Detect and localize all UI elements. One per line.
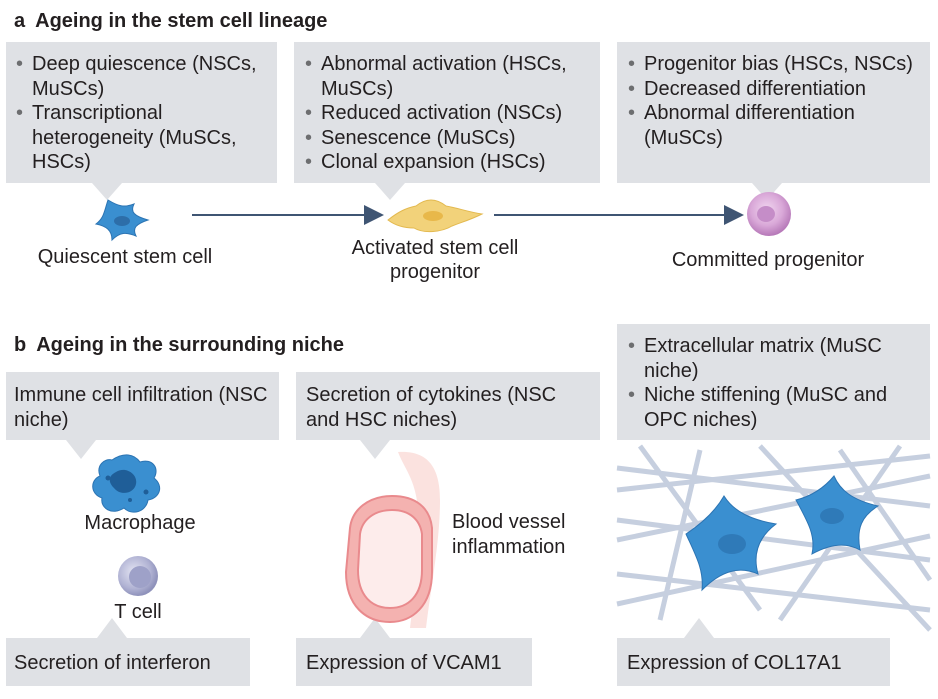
activated-stem-cell-label: Activated stem cell progenitor <box>320 236 550 284</box>
macrophage-label: Macrophage <box>84 512 196 534</box>
callout-box-vcam-bg <box>296 618 532 686</box>
bullet-senescence: Senescence (MuSCs) <box>305 126 600 151</box>
callout-box-quiescence: Deep quiescence (NSCs, MuSCs) Transcript… <box>16 52 274 175</box>
macrophage-granule-icon <box>143 489 149 495</box>
blood-vessel-label-line2: inflammation <box>452 535 566 558</box>
t-cell-nucleus-icon <box>129 566 151 588</box>
activated-stem-cell-nucleus-icon <box>423 211 443 221</box>
blood-vessel-label: Blood vessel inflammation <box>452 510 602 559</box>
blood-vessel-label-line1: Blood vessel <box>452 511 566 533</box>
extracellular-matrix-fibers-icon <box>616 444 933 632</box>
col17a1-text: Expression of COL17A1 <box>627 652 842 674</box>
bullet-abnormal-activation: Abnormal activation (HSCs, MuSCs) <box>305 52 600 101</box>
activated-stem-cell-label-line1: Activated stem cell <box>351 237 519 259</box>
macrophage-granule-icon <box>105 475 111 481</box>
quiescent-stem-cell-label: Quiescent stem cell <box>37 246 213 268</box>
cytokines-text: Secretion of cytokines (NSC and HSC nich… <box>306 384 557 431</box>
callout-box-interferon-bg <box>6 618 250 686</box>
bullet-abnormal-differentiation: Abnormal differentiation (MuSCs) <box>628 101 918 150</box>
panel-a-heading: a Ageing in the stem cell lineage <box>14 10 327 33</box>
callout-box-col17-bg <box>617 618 890 686</box>
interferon-text: Secretion of interferon <box>14 652 211 674</box>
niche-cell-nucleus-icon <box>820 508 844 524</box>
bullet-transcriptional-heterogeneity: Transcriptional heterogeneity (MuSCs, HS… <box>16 101 274 175</box>
callout-box-immune-bg <box>6 372 279 459</box>
immune-infiltration-text: Immune cell infiltration (NSC niche) <box>14 384 268 431</box>
bullet-deep-quiescence: Deep quiescence (NSCs, MuSCs) <box>16 52 274 101</box>
bullet-reduced-activation: Reduced activation (NSCs) <box>305 101 600 126</box>
t-cell-label: T cell <box>114 601 162 623</box>
panel-b-title: Ageing in the surrounding niche <box>36 334 344 356</box>
panel-b-heading: b Ageing in the surrounding niche <box>14 334 344 357</box>
vcam1-text: Expression of VCAM1 <box>306 652 502 674</box>
callout-box-activation: Abnormal activation (HSCs, MuSCs) Reduce… <box>305 52 600 175</box>
callout-box-matrix: Extracellular matrix (MuSC niche) Niche … <box>628 334 924 432</box>
bullet-niche-stiffening: Niche stiffening (MuSC and OPC niches) <box>628 383 924 432</box>
callout-box-progenitor: Progenitor bias (HSCs, NSCs) Decreased d… <box>628 52 918 150</box>
activated-stem-cell-label-line2: progenitor <box>389 261 481 283</box>
bullet-progenitor-bias: Progenitor bias (HSCs, NSCs) <box>628 52 918 77</box>
quiescent-stem-cell-nucleus-icon <box>114 216 130 226</box>
macrophage-nucleus-icon <box>109 469 137 493</box>
panel-a-title: Ageing in the stem cell lineage <box>35 10 328 32</box>
bullet-decreased-differentiation: Decreased differentiation <box>628 77 918 102</box>
panel-a-letter: a <box>14 10 26 32</box>
macrophage-granule-icon <box>128 498 132 502</box>
blood-vessel-lumen-icon <box>356 508 423 610</box>
committed-progenitor-nucleus-icon <box>757 206 775 222</box>
committed-progenitor-label: Committed progenitor <box>671 249 865 271</box>
bullet-clonal-expansion: Clonal expansion (HSCs) <box>305 150 600 175</box>
bullet-extracellular-matrix: Extracellular matrix (MuSC niche) <box>628 334 924 383</box>
panel-b-letter: b <box>14 334 27 356</box>
callout-box-cytokines-bg <box>296 372 600 459</box>
niche-cell-nucleus-icon <box>718 534 746 554</box>
